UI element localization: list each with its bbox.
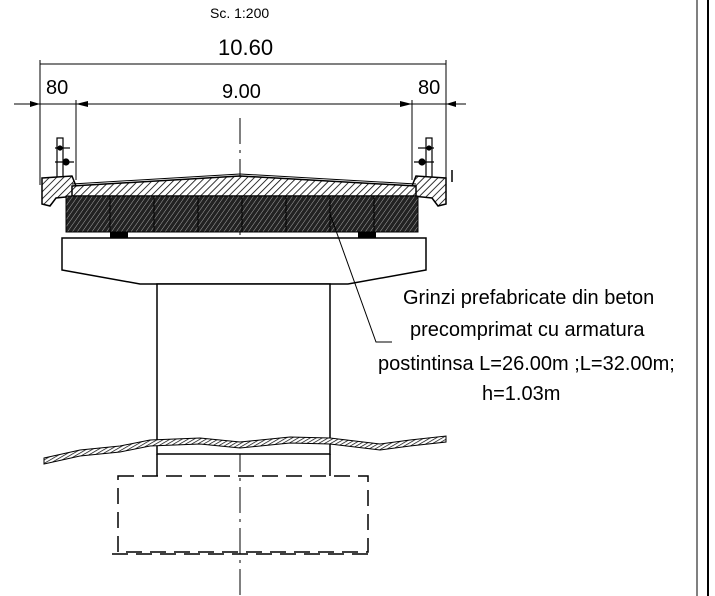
beam [109,195,155,233]
dim-arrow-left [76,101,88,107]
bearing-left [110,232,128,238]
pavement-line-right [239,173,417,185]
annotation-line-1: Grinzi prefabricate din beton [403,287,654,309]
pier-cap [61,237,427,285]
annotation-line-2: precomprimat cu armatura [410,319,645,341]
beam [241,195,287,233]
beam [65,195,111,233]
beam [197,195,243,233]
pier-column [156,283,331,455]
beam [285,195,331,233]
precast-beams [65,195,419,233]
annotation-line-4: h=1.03m [482,383,560,405]
scale-label: Sc. 1:200 [210,5,269,21]
total-width-label: 10.60 [218,35,273,60]
beam [373,195,419,233]
annotation-line-3: postintinsa L=26.00m ;L=32.00m; [378,353,675,375]
railing-left [55,137,74,179]
dim-arrow-outer-left [30,101,40,107]
pavement-line-left [71,173,241,185]
foundation [117,475,369,553]
right-sidewalk-label: 80 [418,77,440,99]
curb-right [411,175,447,207]
beam [329,195,375,233]
bearing-right [358,232,376,238]
dim-arrow-right [400,101,412,107]
deck-slab [71,175,417,197]
ground-line [43,435,447,465]
dim-arrow-outer-right [446,101,456,107]
left-sidewalk-label: 80 [46,77,68,99]
annotation-leader [329,213,392,343]
railing-right [414,137,434,179]
roadway-width-label: 9.00 [222,81,261,103]
beam [153,195,199,233]
